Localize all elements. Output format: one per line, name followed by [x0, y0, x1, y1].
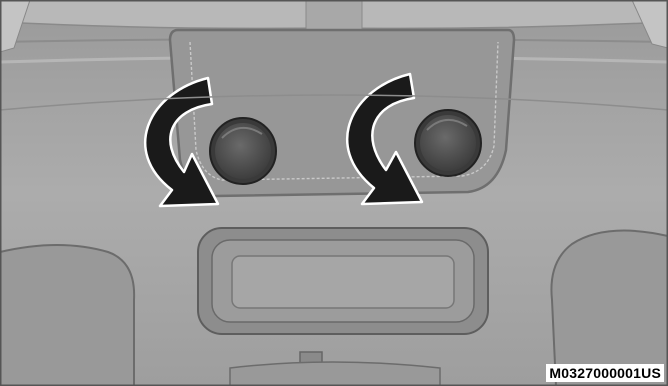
- mirror-mount-top: [306, 0, 362, 30]
- right-knob: [415, 110, 481, 176]
- right-sun-visor: [551, 231, 668, 386]
- dome-light: [198, 228, 488, 334]
- left-sun-visor: [0, 245, 134, 386]
- mirror-top: [230, 362, 440, 386]
- left-knob: [210, 118, 276, 184]
- figure-code-label: M0327000001US: [546, 364, 664, 382]
